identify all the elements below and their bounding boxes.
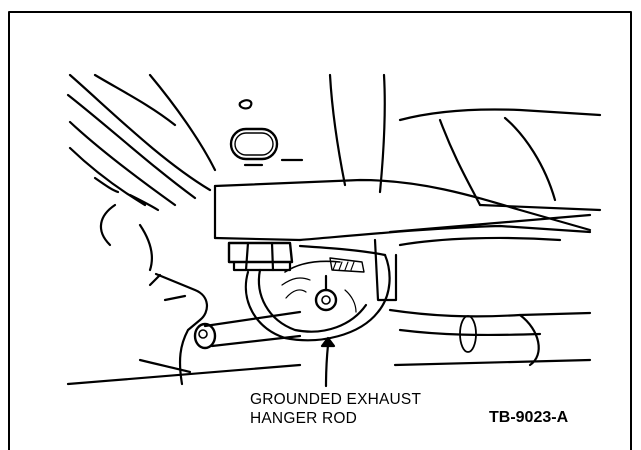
callout-line-2: HANGER ROD [250, 410, 358, 427]
body-panel-lines [68, 73, 212, 192]
exhaust-pipe [388, 308, 592, 318]
crossmember-arm [213, 178, 592, 232]
hex-nut [227, 241, 294, 264]
slot-hole [229, 127, 279, 161]
callout-leader [324, 343, 330, 388]
callout-line-1: GROUNDED EXHAUST [250, 391, 422, 408]
callout-label: GROUNDED EXHAUST HANGER ROD [250, 390, 421, 428]
arrow-head-icon [320, 336, 336, 348]
hanger-bracket [244, 253, 391, 342]
figure-code: TB-9023-A [489, 409, 569, 426]
border-frame [8, 11, 632, 450]
exhaust-hanger-rod [203, 310, 302, 328]
isolator-pin [314, 288, 338, 312]
underbody-line [66, 363, 302, 386]
isolator-ribs [284, 260, 341, 273]
wire-bracket [154, 272, 208, 386]
